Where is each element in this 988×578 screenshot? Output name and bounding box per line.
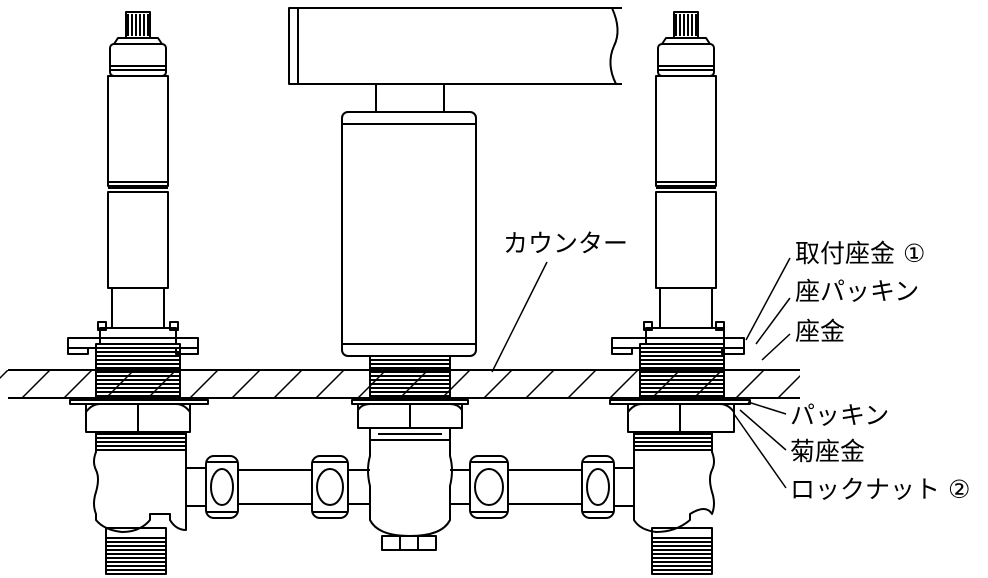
left-valve-column xyxy=(67,11,209,575)
seat-packing-label: 座パッキン xyxy=(795,277,919,306)
supply-pipe-assembly xyxy=(186,439,634,551)
washer-label: 座金 xyxy=(795,317,845,346)
packing-label: パッキン xyxy=(790,401,889,430)
mounting-washer-label: 取付座金 ① xyxy=(795,239,925,268)
right-valve-column xyxy=(609,11,751,575)
chrysanthemum-washer-label: 菊座金 xyxy=(790,437,865,466)
leader-lines xyxy=(491,257,791,489)
spout-assembly xyxy=(288,7,622,441)
counter-label: カウンター xyxy=(503,229,628,258)
locknut-label: ロックナット ② xyxy=(790,475,970,504)
